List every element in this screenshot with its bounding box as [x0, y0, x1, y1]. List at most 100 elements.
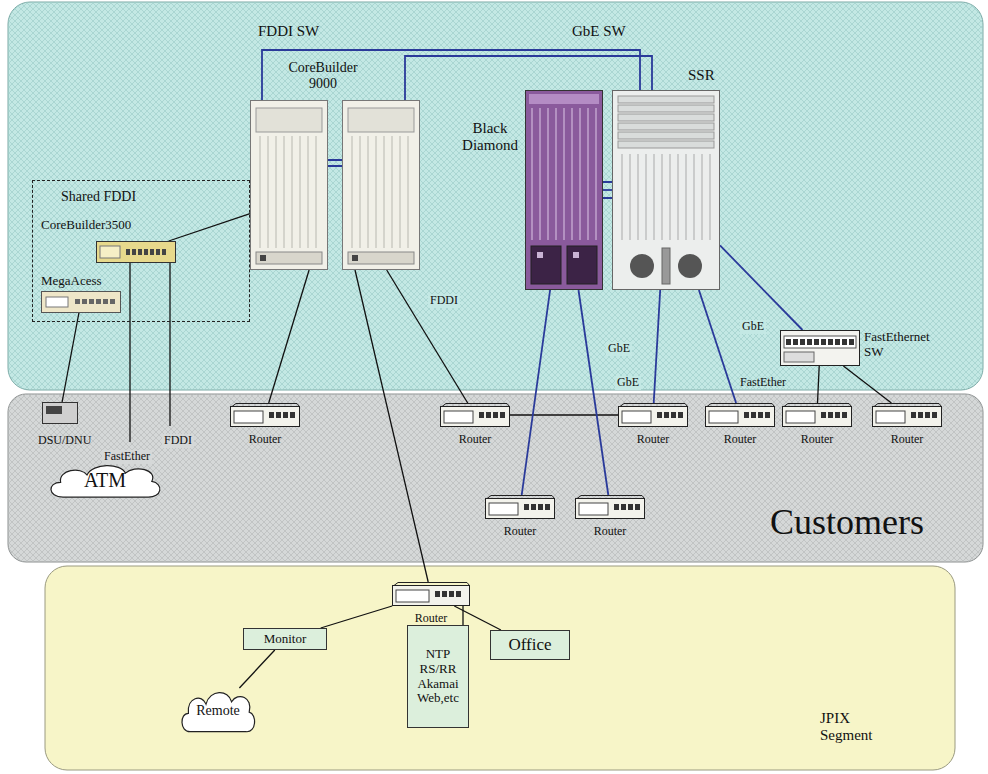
device-line: [556, 108, 557, 240]
device-illustration: [612, 90, 720, 290]
device-part: [97, 242, 176, 263]
device-part: [526, 91, 603, 290]
device-part: [276, 412, 281, 418]
device-line: [297, 404, 300, 407]
device-part: [393, 586, 470, 606]
device-part: [618, 132, 714, 139]
device-line: [694, 154, 695, 240]
link-label: FDDI: [162, 434, 194, 448]
label-holder: FastEther: [102, 446, 152, 464]
device-label: Router: [415, 612, 448, 626]
device-part: [828, 339, 833, 345]
device-illustration: [41, 291, 121, 313]
device-fan: [678, 254, 702, 278]
device-line: [624, 403, 685, 404]
device-line: [394, 583, 398, 586]
device-part: [144, 249, 148, 255]
device-part: [911, 412, 916, 418]
device-part: [150, 249, 154, 255]
device-part: [251, 101, 328, 270]
router-icon: Router: [392, 582, 470, 606]
device-line: [360, 136, 361, 248]
network-link: [269, 270, 309, 403]
cloud-outline: [51, 465, 160, 497]
node-text: Remote: [196, 703, 240, 719]
device-part: [671, 412, 676, 418]
device-part: [765, 412, 770, 418]
fastethernet-switch: FastEthernet SWFastEther: [780, 330, 860, 366]
network-link: [579, 290, 609, 495]
device-label: Router: [504, 525, 537, 539]
device-part: [435, 591, 440, 597]
device-part: [43, 403, 78, 424]
device-part: [42, 292, 121, 313]
device-part: [269, 412, 274, 418]
region-title: FDDI SW: [258, 23, 319, 40]
device-part: [793, 339, 798, 345]
text-holder: JPIX Segment: [820, 710, 886, 745]
megaaccess-device: MegaAcess: [41, 291, 121, 313]
device-part: [664, 412, 669, 418]
text-holder: Router: [762, 429, 872, 447]
device-part: [545, 504, 550, 510]
device-illustration: [782, 403, 852, 427]
device-illustration: [230, 403, 300, 427]
region-node: FDDI SWGbE SWCoreBuilder 9000Black Diamo…: [8, 2, 983, 390]
router-icon: Router: [440, 403, 510, 427]
text-holder: MegaAcess: [41, 271, 102, 289]
network-link: [510, 414, 618, 415]
text-holder: DSU/DNU: [38, 430, 91, 448]
device-part: [456, 591, 461, 597]
device-part: [89, 299, 94, 304]
region-node: JPIX Segment RouterMonitorNTP RS/RR Akama…: [45, 566, 955, 770]
label-holder: GbE: [740, 316, 766, 334]
device-line: [711, 403, 772, 404]
device-part: [918, 412, 923, 418]
device-line: [939, 404, 942, 407]
text-holder: Router: [598, 429, 708, 447]
device-part: [352, 255, 358, 261]
device-part: [103, 299, 108, 304]
region-title: JPIX Segment: [820, 710, 886, 745]
router-icon: Router: [705, 403, 775, 427]
device-part: [100, 246, 120, 258]
device-part: [493, 412, 498, 418]
node-text: NTP RS/RR Akamai Web,etc: [412, 647, 464, 707]
text-holder: Router: [555, 521, 665, 539]
device-line: [849, 404, 852, 407]
device-line: [308, 136, 309, 248]
text-holder: SSR: [688, 66, 715, 84]
router-icon: Router: [872, 403, 942, 427]
router-icon: Router: [618, 403, 688, 427]
node-text: Office: [508, 635, 551, 655]
device-line: [596, 108, 597, 240]
device-label: CoreBuilder 9000: [276, 60, 370, 92]
device-label: Router: [891, 433, 924, 447]
label-holder: GbE: [615, 372, 641, 390]
device-part: [619, 407, 688, 427]
router-icon: Router: [230, 403, 300, 427]
network-link: [169, 214, 250, 241]
device-line: [276, 136, 277, 248]
device-part: [744, 412, 749, 418]
text-holder: Router: [685, 429, 795, 447]
device-part: [524, 504, 529, 510]
device-illustration: [485, 495, 555, 519]
device-line: [581, 495, 642, 496]
text-holder: Monitor: [244, 629, 326, 649]
device-line: [678, 154, 679, 240]
corebuilder-chassis: CoreBuilder 9000: [250, 100, 420, 270]
device-illustration: [872, 403, 942, 427]
device-part: [579, 503, 608, 515]
device-line: [392, 136, 393, 248]
node-text: Monitor: [264, 632, 307, 647]
device-part: [618, 141, 714, 148]
device-part: [573, 252, 579, 258]
device-part: [807, 339, 812, 345]
text-holder: FastEther: [740, 372, 786, 390]
gbe-trunk: [603, 197, 612, 199]
device-part: [678, 412, 683, 418]
device-label: MegaAcess: [41, 274, 102, 289]
device-part: [256, 252, 322, 264]
device-part: [628, 504, 633, 510]
